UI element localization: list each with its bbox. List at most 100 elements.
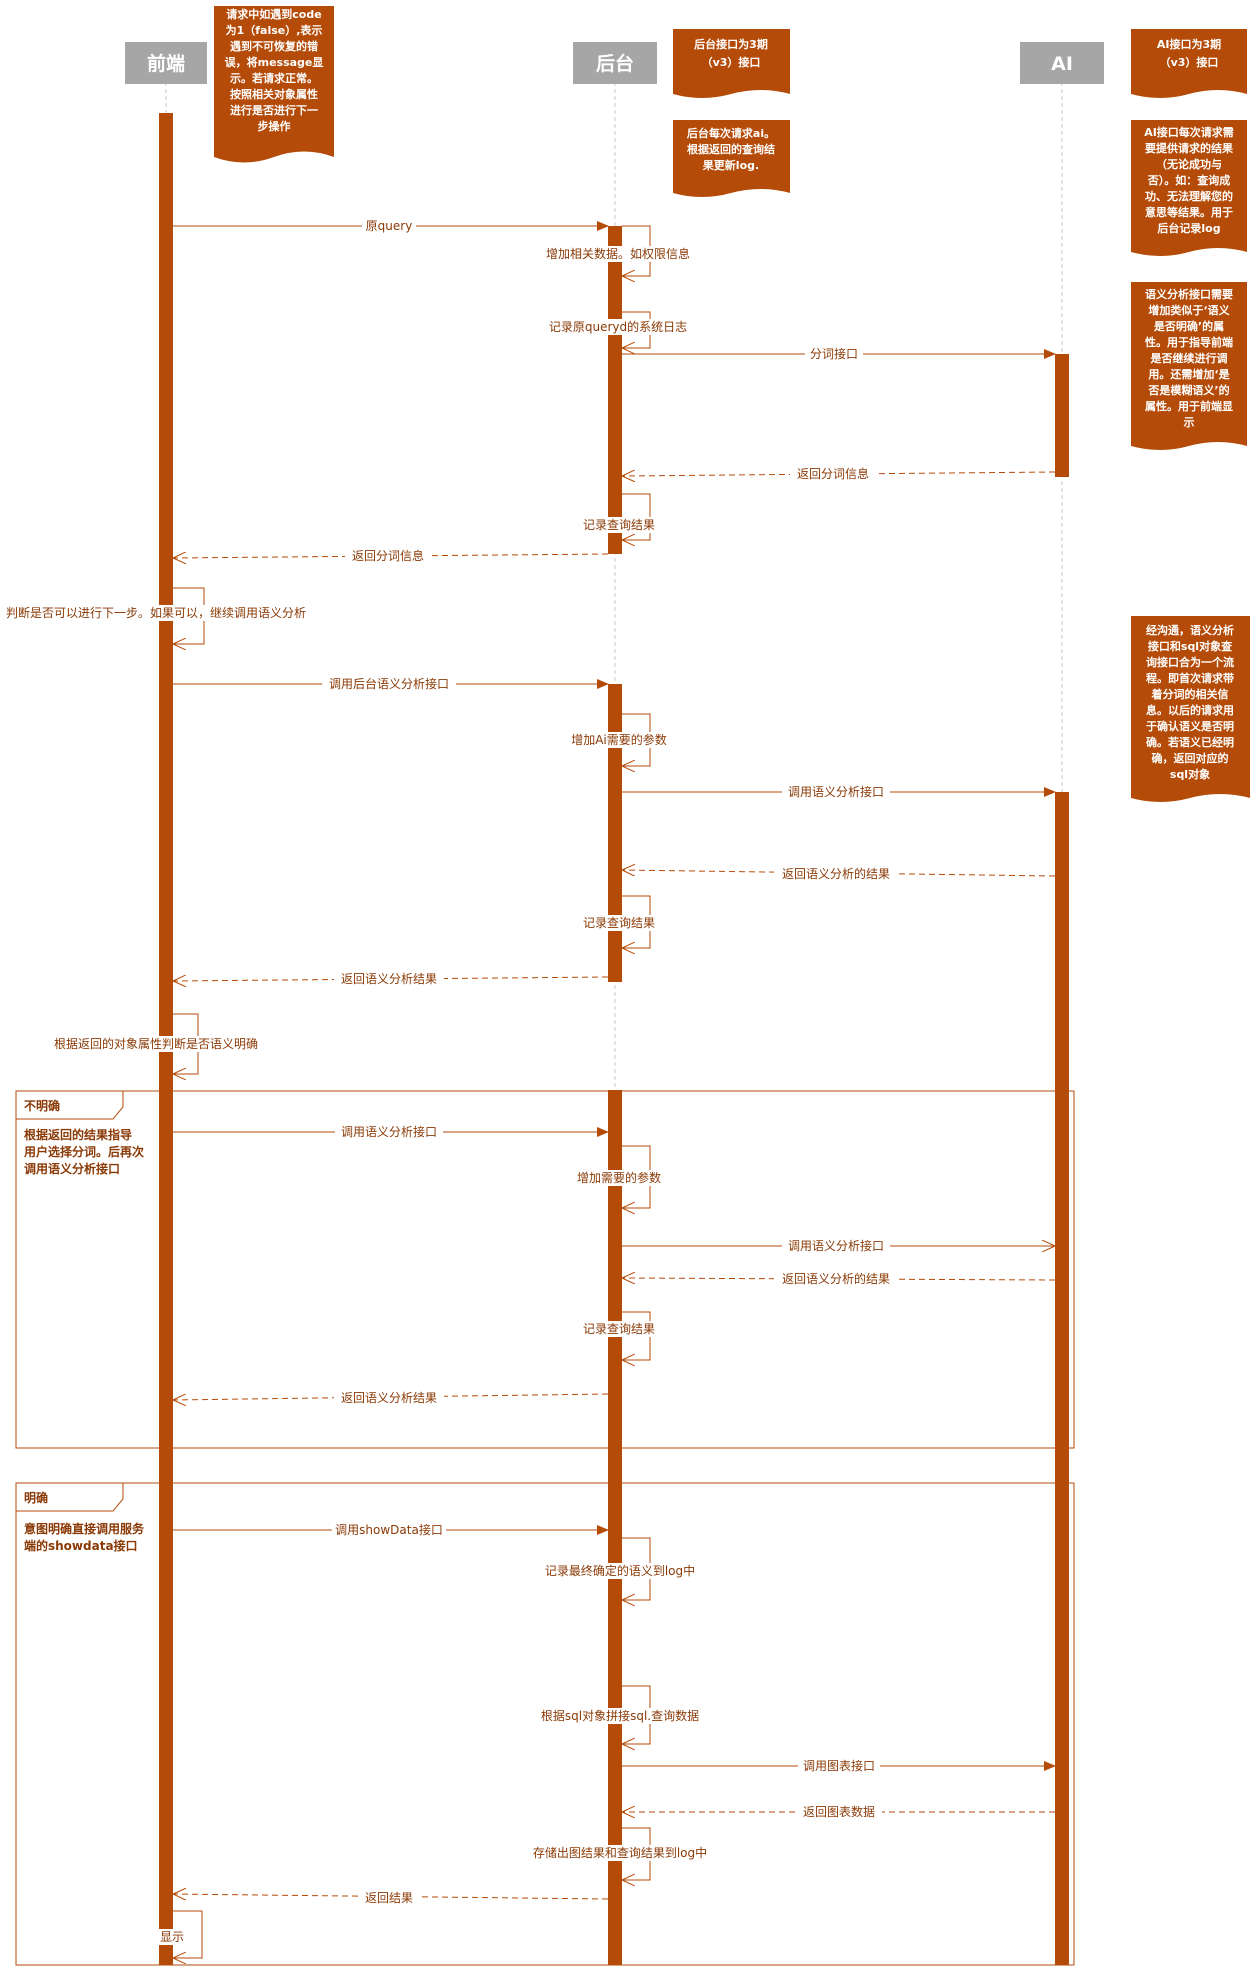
svg-text:根据返回的结果指导: 根据返回的结果指导 (24, 1127, 132, 1142)
svg-text:返回语义分析结果: 返回语义分析结果 (341, 1391, 437, 1405)
self-message-record-result-2: 记录查询结果 (578, 895, 660, 948)
svg-text:按照相关对象属性: 按照相关对象属性 (230, 87, 318, 101)
self-message-f2-record-semantic: 记录最终确定的语义到log中 (537, 1537, 703, 1600)
activation-ai-1 (1055, 354, 1069, 477)
note-backend-log: 后台每次请求ai。 根据返回的查询结 果更新log. (673, 120, 790, 197)
message-tokenize-api: 分词接口 (622, 346, 1056, 362)
svg-text:调用语义分析接口: 调用语义分析接口 (341, 1124, 437, 1139)
svg-text:（v3）接口: （v3）接口 (1160, 55, 1219, 69)
message-return-tokens-to-frontend: 返回分词信息 (173, 548, 609, 564)
svg-text:息。以后的请求用: 息。以后的请求用 (1146, 703, 1234, 717)
svg-text:不明确: 不明确 (24, 1098, 60, 1113)
self-message-f1-add-params: 增加需要的参数 (572, 1145, 666, 1208)
activation-backend-3 (608, 1090, 622, 1965)
frame-unclear: 不明确 根据返回的结果指导 用户选择分词。后再次 调用语义分析接口 (15, 1090, 1075, 1449)
message-call-ai-semantic: 调用语义分析接口 (622, 784, 1056, 800)
svg-text:记录查询结果: 记录查询结果 (583, 518, 655, 532)
activation-backend-2 (608, 684, 622, 982)
svg-text:分词接口: 分词接口 (810, 346, 858, 361)
svg-text:根据sql对象拼接sql.查询数据: 根据sql对象拼接sql.查询数据 (541, 1708, 699, 1723)
svg-text:存储出图结果和查询结果到log中: 存储出图结果和查询结果到log中 (533, 1845, 707, 1860)
svg-text:前端: 前端 (147, 52, 185, 75)
svg-text:用。还需增加‘是: 用。还需增加‘是 (1148, 367, 1230, 381)
svg-text:属性。用于前端显: 属性。用于前端显 (1145, 399, 1233, 413)
activation-backend-1 (608, 226, 622, 554)
actor-backend: 后台 (573, 42, 657, 84)
svg-text:误，将message显: 误，将message显 (225, 55, 324, 69)
note-merge-process: 经沟通，语义分析 接口和sql对象查 询接口合为一个流 程。即首次请求带 着分词… (1131, 616, 1250, 802)
message-f2-return-result: 返回结果 (173, 1890, 609, 1906)
svg-text:后台记录log: 后台记录log (1157, 221, 1220, 235)
self-message-f2-build-sql: 根据sql对象拼接sql.查询数据 (535, 1685, 705, 1744)
svg-text:返回分词信息: 返回分词信息 (352, 548, 424, 563)
svg-text:（v3）接口: （v3）接口 (702, 55, 761, 69)
svg-text:后台接口为3期: 后台接口为3期 (694, 37, 768, 51)
self-message-f1-record-result: 记录查询结果 (578, 1311, 660, 1360)
svg-text:确。若语义已经明: 确。若语义已经明 (1146, 735, 1234, 749)
message-f2-call-showdata: 调用showData接口 (173, 1522, 609, 1538)
svg-text:AI: AI (1051, 53, 1073, 75)
svg-text:是否明确’的属: 是否明确’的属 (1153, 319, 1224, 333)
svg-text:于确认语义是否明: 于确认语义是否明 (1146, 719, 1234, 733)
svg-text:功、无法理解您的: 功、无法理解您的 (1145, 189, 1233, 203)
svg-text:增加类似于‘语义: 增加类似于‘语义 (1148, 303, 1230, 317)
svg-text:否是模糊语义’的: 否是模糊语义’的 (1147, 383, 1229, 397)
svg-text:sql对象: sql对象 (1170, 767, 1210, 781)
svg-text:果更新log.: 果更新log. (702, 158, 759, 172)
svg-text:AI接口每次请求需: AI接口每次请求需 (1144, 125, 1234, 139)
self-message-add-ai-params: 增加Ai需要的参数 (566, 713, 672, 766)
svg-text:遇到不可恢复的错: 遇到不可恢复的错 (230, 39, 318, 53)
svg-text:调用后台语义分析接口: 调用后台语义分析接口 (329, 676, 449, 691)
svg-text:明确: 明确 (24, 1490, 48, 1505)
svg-text:后台每次请求ai。: 后台每次请求ai。 (687, 126, 775, 140)
svg-text:显示: 显示 (160, 1930, 184, 1944)
svg-text:意图明确直接调用服务: 意图明确直接调用服务 (24, 1521, 145, 1536)
note-backend-v3: 后台接口为3期 （v3）接口 (673, 29, 790, 98)
svg-text:记录原queryd的系统日志: 记录原queryd的系统日志 (549, 319, 687, 334)
note-ai-log: AI接口每次请求需 要提供请求的结果 （无论成功与 否）。如：查询成 功、无法理… (1131, 120, 1247, 256)
svg-text:根据返回的对象属性判断是否语义明确: 根据返回的对象属性判断是否语义明确 (54, 1036, 258, 1051)
svg-text:询接口合为一个流: 询接口合为一个流 (1146, 655, 1234, 669)
svg-text:增加Ai需要的参数: 增加Ai需要的参数 (571, 732, 667, 747)
message-return-semantic-to-frontend: 返回语义分析结果 (173, 971, 609, 987)
svg-text:示。若请求正常。: 示。若请求正常。 (229, 71, 318, 85)
message-f2-return-chart-data: 返回图表数据 (622, 1804, 1055, 1820)
svg-text:增加相关数据。如权限信息: 增加相关数据。如权限信息 (546, 246, 690, 261)
svg-text:（无论成功与: （无论成功与 (1156, 157, 1222, 171)
svg-text:性。用于指导前端: 性。用于指导前端 (1145, 335, 1233, 349)
svg-text:要提供请求的结果: 要提供请求的结果 (1145, 141, 1233, 155)
activation-ai-2 (1055, 792, 1069, 1965)
frame-clear: 明确 意图明确直接调用服务 端的showdata接口 (15, 1482, 1075, 1966)
svg-text:AI接口为3期: AI接口为3期 (1157, 37, 1221, 51)
svg-text:后台: 后台 (596, 52, 634, 75)
svg-text:调用语义分析接口: 调用语义分析接口 (24, 1161, 120, 1176)
svg-text:用户选择分词。后再次: 用户选择分词。后再次 (23, 1144, 144, 1159)
svg-text:着分词的相关信: 着分词的相关信 (1151, 687, 1229, 701)
message-return-tokens-to-backend: 返回分词信息 (622, 466, 1056, 482)
svg-text:返回语义分析结果: 返回语义分析结果 (341, 972, 437, 986)
svg-text:返回结果: 返回结果 (365, 1891, 413, 1905)
message-f1-return-to-frontend: 返回语义分析结果 (173, 1390, 609, 1406)
svg-text:确，返回对应的: 确，返回对应的 (1152, 751, 1229, 765)
actor-frontend: 前端 (125, 42, 207, 84)
self-message-f2-display: 显示 (158, 1910, 203, 1958)
svg-text:程。即首次请求带: 程。即首次请求带 (1146, 671, 1234, 685)
note-frontend-error: 请求中如遇到code 为1（false）,表示 遇到不可恢复的错 误，将mess… (214, 6, 334, 163)
svg-text:是否继续进行调: 是否继续进行调 (1150, 351, 1228, 365)
message-f1-call-semantic: 调用语义分析接口 (173, 1124, 609, 1140)
message-f2-call-chart-api: 调用图表接口 (622, 1758, 1056, 1774)
svg-text:返回语义分析的结果: 返回语义分析的结果 (782, 866, 890, 881)
message-call-backend-semantic: 调用后台语义分析接口 (173, 676, 609, 692)
svg-text:示: 示 (1183, 416, 1195, 429)
svg-text:判断是否可以进行下一步。如果可以，继续调用语义分析: 判断是否可以进行下一步。如果可以，继续调用语义分析 (6, 605, 306, 620)
self-message-add-data: 增加相关数据。如权限信息 (537, 225, 699, 276)
self-message-record-result: 记录查询结果 (578, 493, 660, 540)
message-f1-return-semantic: 返回语义分析的结果 (622, 1271, 1056, 1287)
actor-ai: AI (1020, 42, 1104, 84)
note-ai-v3: AI接口为3期 （v3）接口 (1131, 29, 1247, 98)
svg-text:否）。如：查询成: 否）。如：查询成 (1147, 173, 1231, 187)
svg-text:进行是否进行下一: 进行是否进行下一 (230, 103, 318, 117)
svg-text:为1（false）,表示: 为1（false）,表示 (226, 23, 323, 37)
svg-text:根据返回的查询结: 根据返回的查询结 (687, 142, 775, 156)
